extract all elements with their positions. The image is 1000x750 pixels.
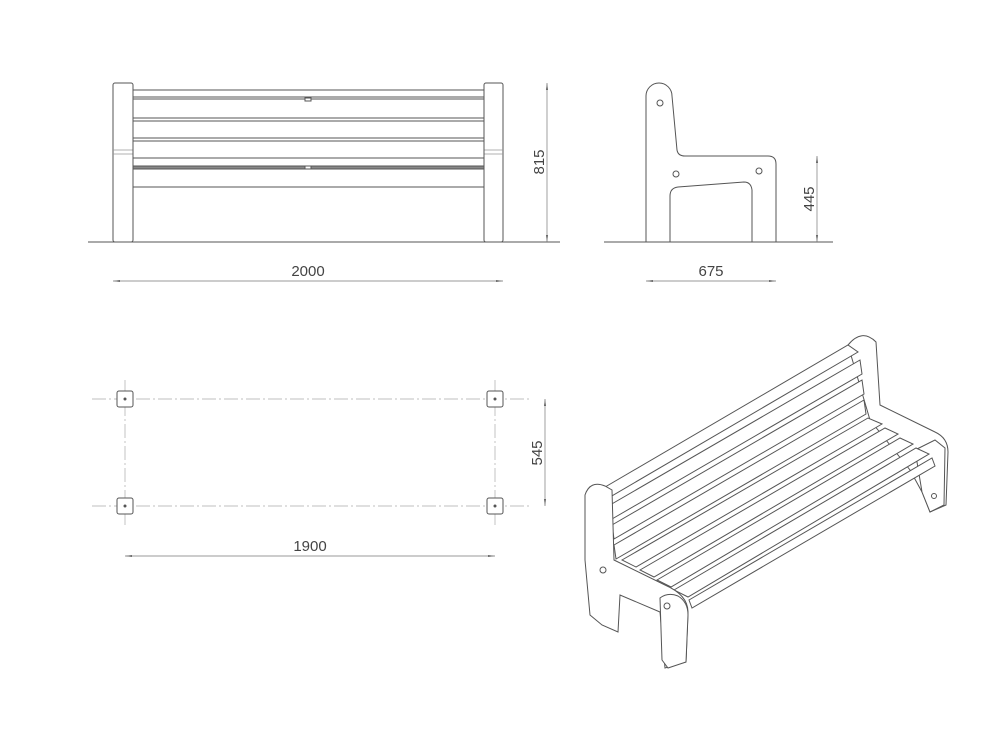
bolt-icon [599, 566, 607, 574]
depth-dimension-label: 675 [698, 263, 723, 280]
bolt-icon [755, 167, 763, 175]
bolt-icon [672, 170, 680, 178]
bench-end-frame [645, 82, 777, 243]
left-post [112, 82, 134, 243]
right-post [483, 82, 504, 243]
front-view: 815 2000 [88, 82, 560, 283]
leg-width-dimension-label: 1900 [293, 538, 326, 555]
seat-height-dimension-label: 445 [801, 186, 818, 211]
leg-depth-dimension-label: 545 [529, 440, 546, 465]
seat-slats [620, 417, 936, 609]
bolt-icon [663, 602, 671, 610]
slats [132, 89, 485, 188]
leg-footprints [116, 390, 504, 515]
back-slats [599, 344, 867, 560]
width-dimension-label: 2000 [291, 263, 324, 280]
plan-view: 545 1900 [92, 380, 547, 558]
height-dimension-label: 815 [531, 149, 548, 174]
isometric-view [584, 335, 949, 669]
side-view: 445 675 [604, 82, 833, 283]
bolt-icon [656, 99, 664, 107]
